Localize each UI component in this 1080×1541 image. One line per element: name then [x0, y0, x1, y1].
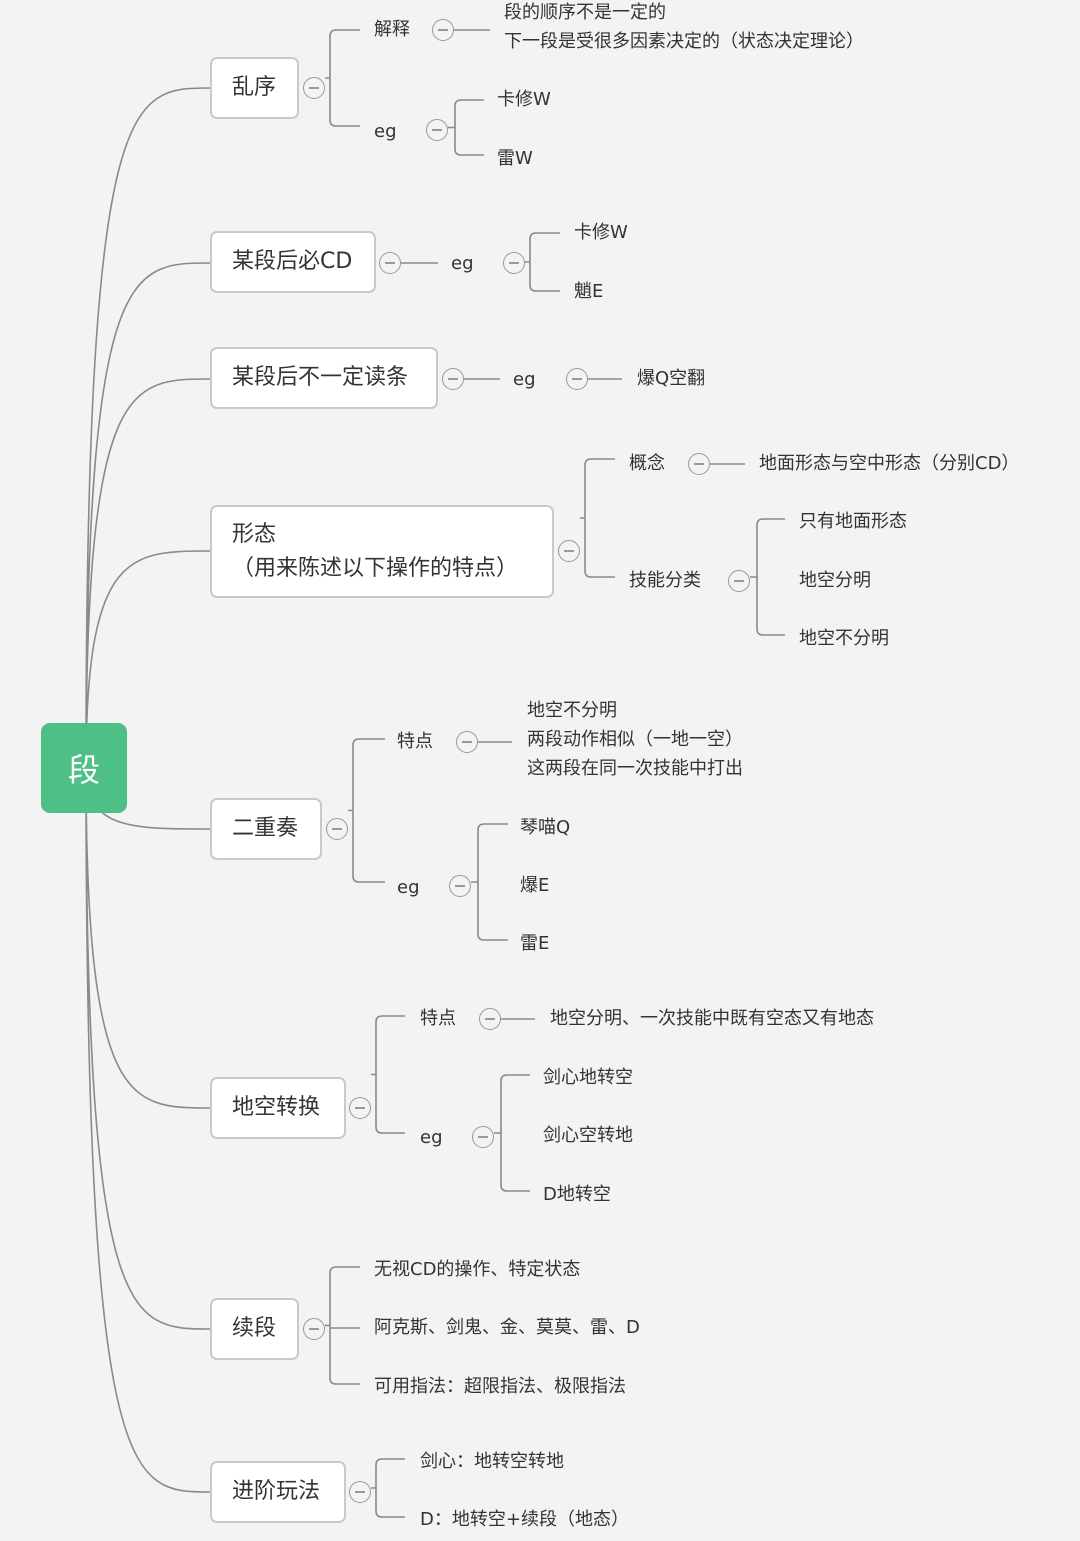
- leaf-text[interactable]: 剑心：地转空转地: [420, 1451, 564, 1472]
- collapse-icon[interactable]: [558, 540, 580, 562]
- leaf-text[interactable]: D：地转空+续段（地态）: [420, 1509, 629, 1530]
- connector-path: [85, 29, 785, 1518]
- node-label: 进阶玩法: [232, 1479, 321, 1504]
- subnode-label[interactable]: eg: [374, 121, 397, 142]
- leaf-text[interactable]: 可用指法：超限指法、极限指法: [374, 1376, 626, 1397]
- collapse-icon[interactable]: [426, 119, 448, 141]
- leaf-text[interactable]: 段的顺序不是一定的: [504, 2, 666, 23]
- leaf-text[interactable]: 琴喵Q: [520, 817, 571, 838]
- node-cd[interactable]: 某段后必CD: [210, 231, 376, 293]
- node-label: 续段: [232, 1316, 277, 1341]
- leaf-text[interactable]: 下一段是受很多因素决定的（状态决定理论）: [504, 31, 864, 52]
- collapse-icon[interactable]: [303, 1318, 325, 1340]
- collapse-icon[interactable]: [566, 368, 588, 390]
- leaf-text[interactable]: 剑心地转空: [543, 1067, 633, 1088]
- collapse-icon[interactable]: [303, 77, 325, 99]
- leaf-text[interactable]: 爆E: [520, 875, 550, 896]
- node-label: 乱序: [232, 75, 277, 100]
- collapse-icon[interactable]: [479, 1008, 501, 1030]
- leaf-text[interactable]: 魈E: [574, 281, 604, 302]
- node-label: 某段后不一定读条: [232, 365, 409, 390]
- leaf-text[interactable]: 地空分明、一次技能中既有空态又有地态: [550, 1008, 874, 1029]
- leaf-text[interactable]: 只有地面形态: [799, 511, 907, 532]
- subnode-label[interactable]: eg: [397, 877, 420, 898]
- collapse-icon[interactable]: [349, 1097, 371, 1119]
- leaf-text[interactable]: D地转空: [543, 1184, 611, 1205]
- node-label: 形态: [232, 521, 277, 547]
- node-label: （用来陈述以下操作的特点）: [232, 555, 519, 581]
- leaf-text[interactable]: 地面形态与空中形态（分别CD）: [759, 453, 1020, 474]
- collapse-icon[interactable]: [349, 1481, 371, 1503]
- subnode-label[interactable]: 技能分类: [629, 570, 701, 591]
- leaf-text[interactable]: 雷E: [520, 933, 550, 954]
- collapse-icon[interactable]: [503, 252, 525, 274]
- leaf-text[interactable]: 这两段在同一次技能中打出: [527, 758, 743, 779]
- node-jinjiewanfa[interactable]: 进阶玩法: [210, 1461, 346, 1523]
- root-label: 段: [67, 751, 100, 789]
- node-xuduan[interactable]: 续段: [210, 1298, 299, 1360]
- subnode-label[interactable]: eg: [420, 1127, 443, 1148]
- node-luanxu[interactable]: 乱序: [210, 57, 299, 119]
- leaf-text[interactable]: 两段动作相似（一地一空）: [527, 729, 743, 750]
- leaf-text[interactable]: 阿克斯、剑鬼、金、莫莫、雷、D: [374, 1317, 640, 1338]
- node-label: 地空转换: [232, 1095, 321, 1120]
- collapse-icon[interactable]: [728, 570, 750, 592]
- collapse-icon[interactable]: [456, 731, 478, 753]
- root-node[interactable]: 段: [41, 723, 127, 813]
- collapse-icon[interactable]: [379, 252, 401, 274]
- subnode-label[interactable]: eg: [513, 369, 536, 390]
- node-erchongzou[interactable]: 二重奏: [210, 798, 322, 860]
- collapse-icon[interactable]: [442, 368, 464, 390]
- leaf-text[interactable]: 剑心空转地: [543, 1125, 633, 1146]
- subnode-label[interactable]: eg: [451, 253, 474, 274]
- node-dikongzhuanhuan[interactable]: 地空转换: [210, 1077, 346, 1139]
- collapse-icon[interactable]: [449, 875, 471, 897]
- leaf-text[interactable]: 地空不分明: [799, 628, 889, 649]
- leaf-text[interactable]: 雷W: [497, 148, 533, 169]
- collapse-icon[interactable]: [472, 1126, 494, 1148]
- leaf-text[interactable]: 无视CD的操作、特定状态: [374, 1259, 581, 1280]
- subnode-label[interactable]: 解释: [374, 19, 410, 40]
- collapse-icon[interactable]: [688, 453, 710, 475]
- collapse-icon[interactable]: [326, 818, 348, 840]
- leaf-text[interactable]: 地空分明: [799, 570, 871, 591]
- node-xingtai[interactable]: 形态 （用来陈述以下操作的特点）: [210, 505, 554, 598]
- subnode-label[interactable]: 特点: [397, 731, 433, 752]
- subnode-label[interactable]: 概念: [629, 453, 665, 474]
- leaf-text[interactable]: 卡修W: [574, 222, 628, 243]
- node-dutiao[interactable]: 某段后不一定读条: [210, 347, 438, 409]
- node-label: 二重奏: [232, 816, 299, 841]
- node-label: 某段后必CD: [232, 249, 353, 274]
- subnode-label[interactable]: 特点: [420, 1008, 456, 1029]
- collapse-icon[interactable]: [432, 19, 454, 41]
- leaf-text[interactable]: 爆Q空翻: [637, 368, 706, 389]
- leaf-text[interactable]: 地空不分明: [527, 700, 617, 721]
- leaf-text[interactable]: 卡修W: [497, 89, 551, 110]
